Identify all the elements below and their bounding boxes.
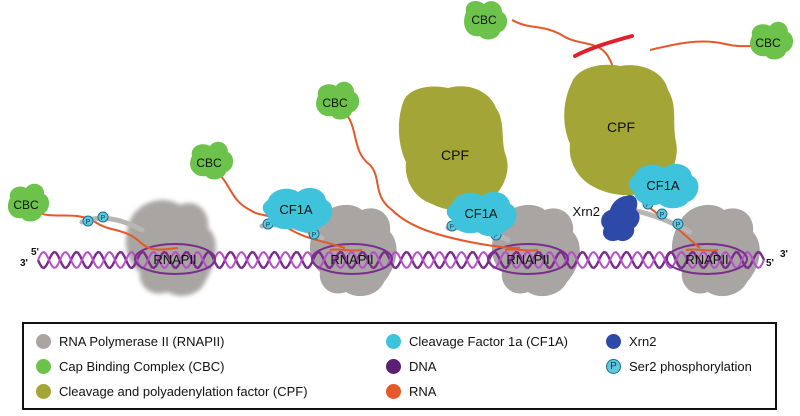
legend-item-cf1a: Cleavage Factor 1a (CF1A)	[386, 334, 568, 349]
legend-item-ser2: P Ser2 phosphorylation	[606, 359, 752, 374]
rna-strand-6	[649, 40, 756, 51]
rna-new-transcript-3	[504, 248, 539, 252]
cbc-4: CBC	[464, 0, 508, 40]
ser2-phospho-marker	[656, 208, 668, 220]
rna-new-transcript-2	[329, 248, 363, 252]
legend-swatch-rnapii	[36, 334, 51, 349]
legend-swatch-xrn2	[606, 334, 621, 349]
cpf-label: CPF	[441, 147, 469, 163]
legend-swatch-cpf	[36, 384, 51, 399]
rnapii-label: RNAPII	[685, 252, 728, 267]
ser2-phospho-marker	[82, 215, 94, 227]
cbc-label: CBC	[13, 198, 39, 212]
ser2-phospho-letter: P	[646, 202, 651, 209]
legend: RNA Polymerase II (RNAPII) Cap Binding C…	[22, 322, 777, 410]
cbc-5: CBC	[750, 21, 794, 60]
legend-swatch-cf1a	[386, 334, 401, 349]
legend-label-cpf: Cleavage and polyadenylation factor (CPF…	[59, 384, 308, 399]
rnapii-ellipse-4: RNAPII	[666, 243, 748, 275]
rna-strand-3	[341, 109, 521, 249]
dna-strand	[37, 250, 765, 270]
legend-swatch-rna	[386, 384, 401, 399]
legend-item-cbc: Cap Binding Complex (CBC)	[36, 359, 224, 374]
dna-left-5-prime: 5'	[31, 247, 39, 258]
legend-item-dna: DNA	[386, 359, 436, 374]
ser2-phospho-letter: P	[101, 215, 106, 222]
legend-swatch-cbc	[36, 359, 51, 374]
cbc-2: CBC	[190, 141, 234, 180]
legend-label-xrn2: Xrn2	[629, 334, 657, 349]
rna-degraded-fragment	[573, 34, 634, 58]
cpf-1: CPF	[398, 86, 508, 211]
legend-label-ser2: Ser2 phosphorylation	[629, 359, 752, 374]
legend-label-cbc: Cap Binding Complex (CBC)	[59, 359, 225, 374]
rna-strand-1	[35, 211, 179, 251]
legend-label-rnapii: RNA Polymerase II (RNAPII)	[59, 334, 225, 349]
cpf-label: CPF	[607, 119, 635, 135]
ser2-phospho-letter: P	[312, 232, 317, 239]
phospho-icon: P	[606, 359, 621, 374]
legend-swatch-dna	[386, 359, 401, 374]
cbc-label: CBC	[755, 36, 781, 50]
dna-right-5-prime: 5'	[766, 258, 774, 269]
cf1a-label: CF1A	[279, 202, 313, 217]
ser2-phospho-letter: P	[660, 212, 665, 219]
rnapii-label: RNAPII	[506, 252, 549, 267]
cbc-3: CBC	[316, 81, 360, 120]
rnapii-ellipse-3: RNAPII	[487, 243, 569, 275]
ser2-phospho-letter: P	[266, 222, 271, 229]
ser2-phospho-letter: P	[86, 219, 91, 226]
cbc-label: CBC	[322, 96, 348, 110]
dna-left-3-prime: 3'	[20, 258, 28, 269]
rnapii-label: RNAPII	[153, 252, 196, 267]
rnapii-ellipse-2: RNAPII	[311, 243, 393, 275]
cbc-label: CBC	[196, 156, 222, 170]
cf1a-3: CF1A	[628, 163, 699, 209]
legend-label-dna: DNA	[409, 359, 437, 374]
legend-item-rnapii: RNA Polymerase II (RNAPII)	[36, 334, 224, 349]
cf1a-1: CF1A	[262, 187, 333, 233]
legend-item-cpf: Cleavage and polyadenylation factor (CPF…	[36, 384, 308, 399]
cf1a-label: CF1A	[464, 206, 498, 221]
legend-label-cf1a: Cleavage Factor 1a (CF1A)	[409, 334, 568, 349]
cf1a-label: CF1A	[646, 178, 680, 193]
legend-label-rna: RNA	[409, 384, 437, 399]
xrn2: Xrn2	[573, 194, 640, 242]
cbc-label: CBC	[471, 13, 497, 27]
dna-right-3-prime: 3'	[780, 249, 788, 260]
ser2-phospho-marker	[97, 211, 109, 223]
legend-item-xrn2: Xrn2	[606, 334, 656, 349]
rna-new-transcript-4	[685, 248, 719, 252]
ser2-phospho-letter: P	[676, 222, 681, 229]
xrn2-label: Xrn2	[573, 204, 600, 219]
rnapii-label: RNAPII	[330, 252, 373, 267]
cbc-1: CBC	[7, 183, 50, 222]
legend-item-rna: RNA	[386, 384, 436, 399]
cf1a-2: CF1A	[446, 191, 517, 237]
ser2-phospho-letter: P	[494, 233, 499, 240]
dna-helix	[36, 250, 766, 270]
ser2-phospho-letter: P	[450, 224, 455, 231]
cpf-2: CPF	[564, 64, 677, 196]
ser2-phospho-marker	[672, 218, 684, 230]
rnapii-ellipse-1: RNAPII	[134, 243, 216, 275]
